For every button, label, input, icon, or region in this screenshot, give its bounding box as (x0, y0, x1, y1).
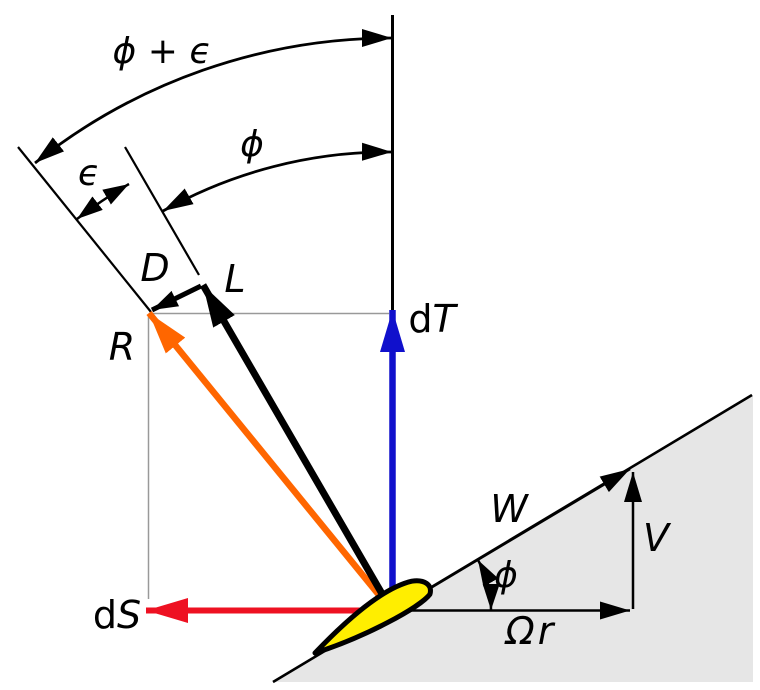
phi-plus-epsilon-label: ϕ + ϵ (112, 31, 212, 72)
omega-r-label: Ωr (505, 609, 557, 653)
resultant-label: R (108, 325, 136, 369)
relative-wind-label: W (490, 487, 528, 531)
dt-label: dT (408, 300, 455, 338)
drag-label: D (140, 246, 170, 290)
drag-arrow (150, 283, 203, 313)
dt-label-symbol: T (432, 297, 456, 341)
phi-lower-arc (476, 559, 500, 611)
phi-upper-label: ϕ (240, 124, 264, 165)
ds-label-prefix: d (92, 593, 117, 637)
resultant-arrow (146, 310, 395, 614)
ds-label: dS (93, 596, 141, 634)
dt-label-prefix: d (408, 297, 433, 341)
lift-extension-line (124, 146, 200, 276)
phi-plus-epsilon-arc (34, 29, 393, 165)
axial-velocity-label: V (643, 516, 669, 560)
epsilon-label: ϵ (77, 153, 101, 194)
ds-label-symbol: S (117, 593, 142, 637)
lift-label: L (224, 257, 246, 301)
airfoil (312, 578, 433, 656)
phi-upper-arc (162, 142, 393, 213)
airfoil-outline (312, 578, 433, 656)
resultant-extension-line (17, 146, 152, 313)
lift-arrow (199, 283, 396, 613)
epsilon-arc (76, 182, 130, 220)
phi-lower-label: ϕ (494, 555, 518, 596)
